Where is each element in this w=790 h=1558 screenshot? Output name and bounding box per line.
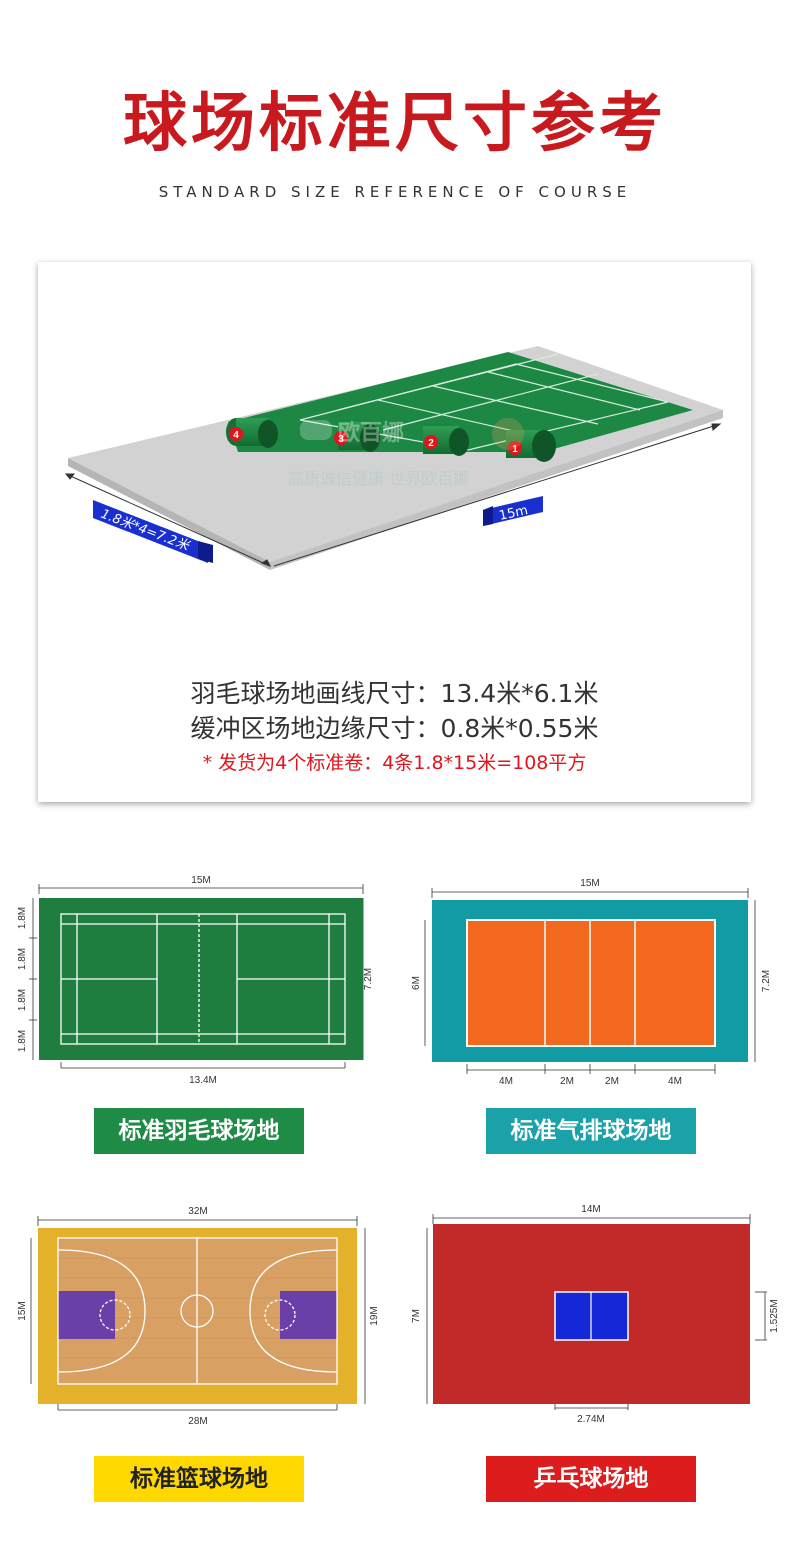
svg-text:7M: 7M [411, 1309, 422, 1323]
pingpong-court-label-text: 乒乓球场地 [533, 1466, 649, 1492]
roll-diagram-card: 4 3 2 1 欧百娜 高质诚信健康 世界欧百娜 1.8米*4=7.2米 [38, 262, 751, 802]
roll-number-1: 1 [512, 444, 518, 455]
svg-text:1.8M: 1.8M [17, 948, 28, 970]
svg-text:19M: 19M [369, 1306, 380, 1325]
roll-number-3: 3 [338, 434, 344, 445]
svg-text:32M: 32M [188, 1206, 207, 1217]
roll-number-2: 2 [428, 438, 434, 449]
pingpong-court-diagram: 14M 2.74M 7M 1.525M [411, 1204, 780, 1425]
badminton-court-label: 标准羽毛球场地 [94, 1108, 304, 1154]
roll-number-4: 4 [233, 430, 239, 441]
svg-text:高质诚信健康 世界欧百娜: 高质诚信健康 世界欧百娜 [288, 469, 469, 488]
svg-text:欧百娜: 欧百娜 [338, 420, 404, 446]
svg-text:4M: 4M [668, 1076, 682, 1087]
basketball-court-label-text: 标准篮球场地 [130, 1466, 268, 1492]
roll-illustration: 4 3 2 1 欧百娜 高质诚信健康 世界欧百娜 1.8米*4=7.2米 [64, 346, 723, 570]
volleyball-court-label-text: 标准气排球场地 [510, 1118, 672, 1144]
svg-text:7.2M: 7.2M [363, 968, 374, 990]
svg-text:2M: 2M [560, 1076, 574, 1087]
svg-text:7.2M: 7.2M [761, 970, 772, 992]
svg-text:1.525M: 1.525M [769, 1299, 780, 1332]
svg-text:1.8M: 1.8M [17, 989, 28, 1011]
svg-text:6M: 6M [411, 976, 422, 990]
volleyball-court-label: 标准气排球场地 [486, 1108, 696, 1154]
badminton-line-spec: 羽毛球场地画线尺寸：13.4米*6.1米 [190, 679, 599, 708]
svg-text:15m: 15m [498, 503, 530, 524]
svg-text:15M: 15M [191, 875, 210, 886]
basketball-court-label: 标准篮球场地 [94, 1456, 304, 1502]
svg-text:1.8M: 1.8M [17, 1030, 28, 1052]
svg-text:15M: 15M [580, 878, 599, 889]
length-label: 15m [483, 496, 543, 526]
svg-text:28M: 28M [188, 1416, 207, 1427]
badminton-court-diagram: 15M 13.4M 7.2M 1.8M 1.8M 1.8M 1.8M [17, 875, 374, 1086]
svg-text:2.74M: 2.74M [577, 1414, 605, 1425]
page-subtitle: STANDARD SIZE REFERENCE OF COURSE [158, 183, 632, 201]
page-title: 球场标准尺寸参考 [123, 87, 667, 161]
svg-text:13.4M: 13.4M [189, 1075, 217, 1086]
volleyball-court-diagram: 15M 6M 7.2M 4M 2M 2M 4M [411, 878, 772, 1087]
buffer-zone-spec: 缓冲区场地边缘尺寸：0.8米*0.55米 [190, 714, 599, 743]
shipping-note: * 发货为4个标准卷：4条1.8*15米=108平方 [202, 752, 587, 774]
svg-text:2M: 2M [605, 1076, 619, 1087]
pingpong-court-label: 乒乓球场地 [486, 1456, 696, 1502]
svg-text:14M: 14M [581, 1204, 600, 1215]
svg-text:1.8M: 1.8M [17, 907, 28, 929]
watermark-logo: 欧百娜 高质诚信健康 世界欧百娜 [288, 418, 524, 488]
basketball-court-diagram: 32M 28M 15M 19M [17, 1206, 380, 1427]
badminton-court-label-text: 标准羽毛球场地 [118, 1118, 280, 1144]
svg-text:15M: 15M [17, 1301, 28, 1320]
svg-text:4M: 4M [499, 1076, 513, 1087]
